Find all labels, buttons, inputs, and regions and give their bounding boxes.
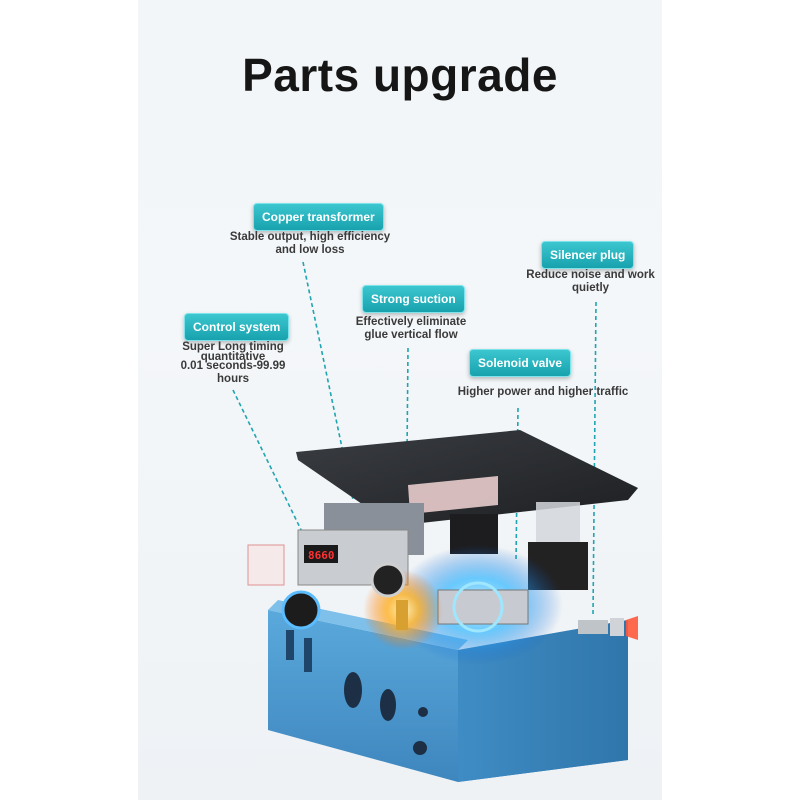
silencer-plug-desc: Reduce noise and work quietly (526, 269, 655, 294)
machine-illustration: 8660 (232, 261, 638, 782)
solenoid-valve-desc: Higher power and higher traffic (457, 386, 629, 398)
strong-suction-label: Strong suction (362, 285, 465, 313)
svg-text:8660: 8660 (308, 549, 335, 562)
control-system-label: Control system (184, 313, 290, 341)
solenoid-valve-label: Solenoid valve (469, 349, 572, 377)
page-title: Parts upgrade (242, 49, 558, 101)
silencer-plug-label: Silencer plug (541, 241, 635, 269)
product-panel: Parts upgrade (138, 0, 662, 800)
strong-suction-desc: Effectively eliminate glue vertical flow (355, 316, 467, 341)
copper-transformer-desc: Stable output, high efficiency and low l… (229, 231, 391, 256)
control-knob (281, 590, 321, 630)
copper-transformer-label: Copper transformer (253, 203, 384, 231)
relay (536, 502, 580, 542)
control-system-desc: Super Long timing quantitative 0.01 seco… (180, 341, 286, 385)
